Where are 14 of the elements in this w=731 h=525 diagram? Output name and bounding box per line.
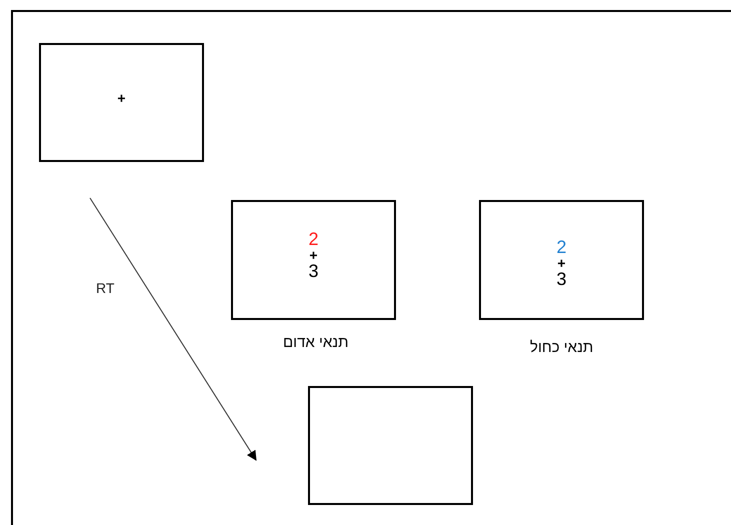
digit-text: 3 — [308, 262, 318, 280]
digit-text: 3 — [556, 270, 566, 288]
fixation-cross: + — [117, 91, 126, 105]
digit-text: 2 — [308, 230, 318, 248]
screen-box — [231, 200, 396, 320]
digit-text: 2 — [556, 238, 566, 256]
condition-label: תנאי כחול — [530, 338, 594, 358]
screen-box — [479, 200, 644, 320]
empty-screen-box — [308, 386, 473, 505]
time-label: RT — [96, 279, 114, 298]
condition-label: תנאי אדום — [283, 333, 348, 353]
fixation-cross: + — [557, 256, 566, 270]
fixation-cross: + — [309, 248, 318, 262]
screen-box — [39, 43, 204, 162]
